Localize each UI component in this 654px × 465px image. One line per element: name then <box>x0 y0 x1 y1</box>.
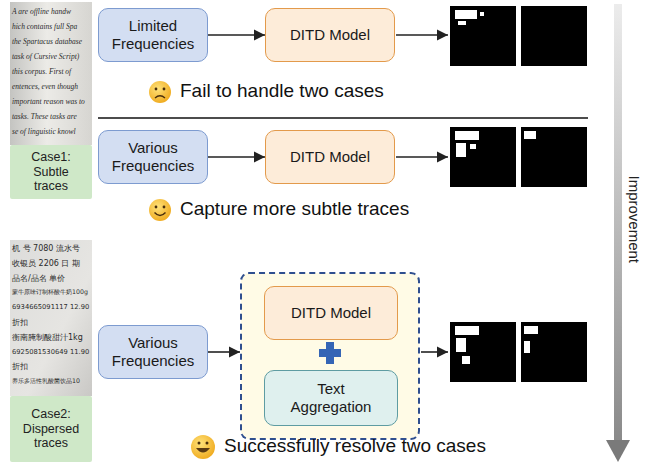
receipt-text: 6925081530649 11.90 <box>12 349 89 356</box>
receipt-text: 品名/品名 单价 <box>12 275 65 283</box>
smile-face <box>149 199 171 221</box>
model-box: DITD Model <box>265 8 395 62</box>
node-text: DITD Model <box>291 304 371 322</box>
document-photo <box>10 2 92 145</box>
case-label: Case1: Subtle traces <box>10 145 92 199</box>
node-text: Various Frequencies <box>105 334 201 370</box>
caption-text: Fail to handle two cases <box>180 80 384 103</box>
photo-text: this corpus. First of <box>12 68 71 76</box>
photo-text: task of Cursive Script) <box>12 53 79 61</box>
flow-arrow <box>208 156 265 158</box>
photo-text: the Spartacus database <box>12 38 82 46</box>
mask-images <box>450 6 587 382</box>
receipt-text: 折扣 <box>12 319 28 327</box>
receipt-text: 衡南腌制酸甜汁1kg <box>12 334 83 342</box>
model-box: DITD Model <box>264 286 398 340</box>
photo-text: entences, even though <box>12 83 78 91</box>
node-text: Limited Frequencies <box>105 17 201 53</box>
photo-text: important reason was to <box>12 98 85 106</box>
receipt-photo <box>10 240 92 396</box>
node-text: DITD Model <box>290 148 370 166</box>
photo-text: tasks. These tasks are <box>12 113 77 121</box>
case-label: Case2: Dispersed traces <box>10 396 92 462</box>
photo-text: A are offline handw <box>12 8 71 16</box>
photo-text: hich contains full Spa <box>12 23 77 31</box>
caption-text: Successfully resolve two cases <box>224 435 486 458</box>
receipt-text: 6934665091117 12.90 <box>12 304 89 311</box>
divider-line <box>98 117 588 119</box>
receipt-text: 机 号 7080 流水号 <box>12 245 80 253</box>
photo-text: se of linguistic knowl <box>12 128 76 136</box>
output-arrows <box>396 35 448 352</box>
node-text: Case2: Dispersed traces <box>16 407 86 450</box>
flow-arrow <box>208 351 240 353</box>
receipt-text: 养乐多活性乳酸菌饮品10 <box>12 378 80 384</box>
receipt-text: 蒙牛原味订制杯酸牛奶100g <box>12 289 88 295</box>
caption-text: Capture more subtle traces <box>180 198 409 221</box>
receipt-text: 折扣 <box>12 363 28 371</box>
dashed-group: DITD ModelText Aggregation <box>240 272 420 440</box>
node-text: DITD Model <box>290 26 370 44</box>
plus-symbol <box>319 342 341 364</box>
aggregation-box: Text Aggregation <box>264 370 398 426</box>
node-text: Text Aggregation <box>281 380 381 416</box>
happy-face <box>191 435 215 459</box>
input-box: Various Frequencies <box>98 325 208 379</box>
group-fill <box>241 273 419 439</box>
model-box: DITD Model <box>265 130 395 184</box>
node-text: Various Frequencies <box>105 139 201 175</box>
input-box: Various Frequencies <box>98 130 208 184</box>
sad-face <box>149 81 171 103</box>
node-text: Case1: Subtle traces <box>16 150 86 193</box>
input-box: Limited Frequencies <box>98 8 208 62</box>
axis-label: Improvement <box>626 169 643 269</box>
receipt-text: 收银员 2206 日 期 <box>12 260 80 268</box>
flow-arrow <box>208 34 265 36</box>
